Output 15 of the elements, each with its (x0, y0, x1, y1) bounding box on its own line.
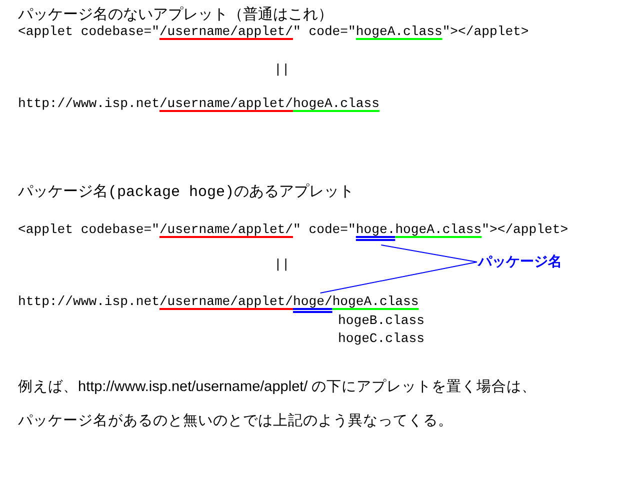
code-line: <applet codebase="/username/applet/" code="hogeA.class"></applet> (18, 24, 529, 41)
file-name: hogeB.class (338, 313, 424, 330)
note-text: パッケージ名があるのと無いのとでは上記のよう異なってくる。 (18, 412, 453, 430)
file-name: hogeC.class (338, 331, 424, 348)
leader-line (320, 262, 478, 294)
equals-sign: || (274, 257, 290, 274)
heading: パッケージ名のないアプレット（普通はこれ） (18, 7, 333, 25)
note-text: 例えば、http://www.isp.net/username/applet/ の下にアプレットを置く場合は、 (18, 378, 537, 396)
url-text: http://www.isp.net/username/applet/hoge/hogeA.class (18, 294, 419, 316)
url-text: http://www.isp.net/username/applet/hogeA.class (18, 96, 380, 113)
leader-line (380, 244, 478, 262)
heading: パッケージ名(package hoge)のあるアプレット (18, 184, 354, 202)
equals-sign: || (274, 62, 290, 79)
callout-label: パッケージ名 (478, 254, 562, 270)
code-line: <applet codebase="/username/applet/" code="hoge.hogeA.class"></applet> (18, 222, 568, 244)
